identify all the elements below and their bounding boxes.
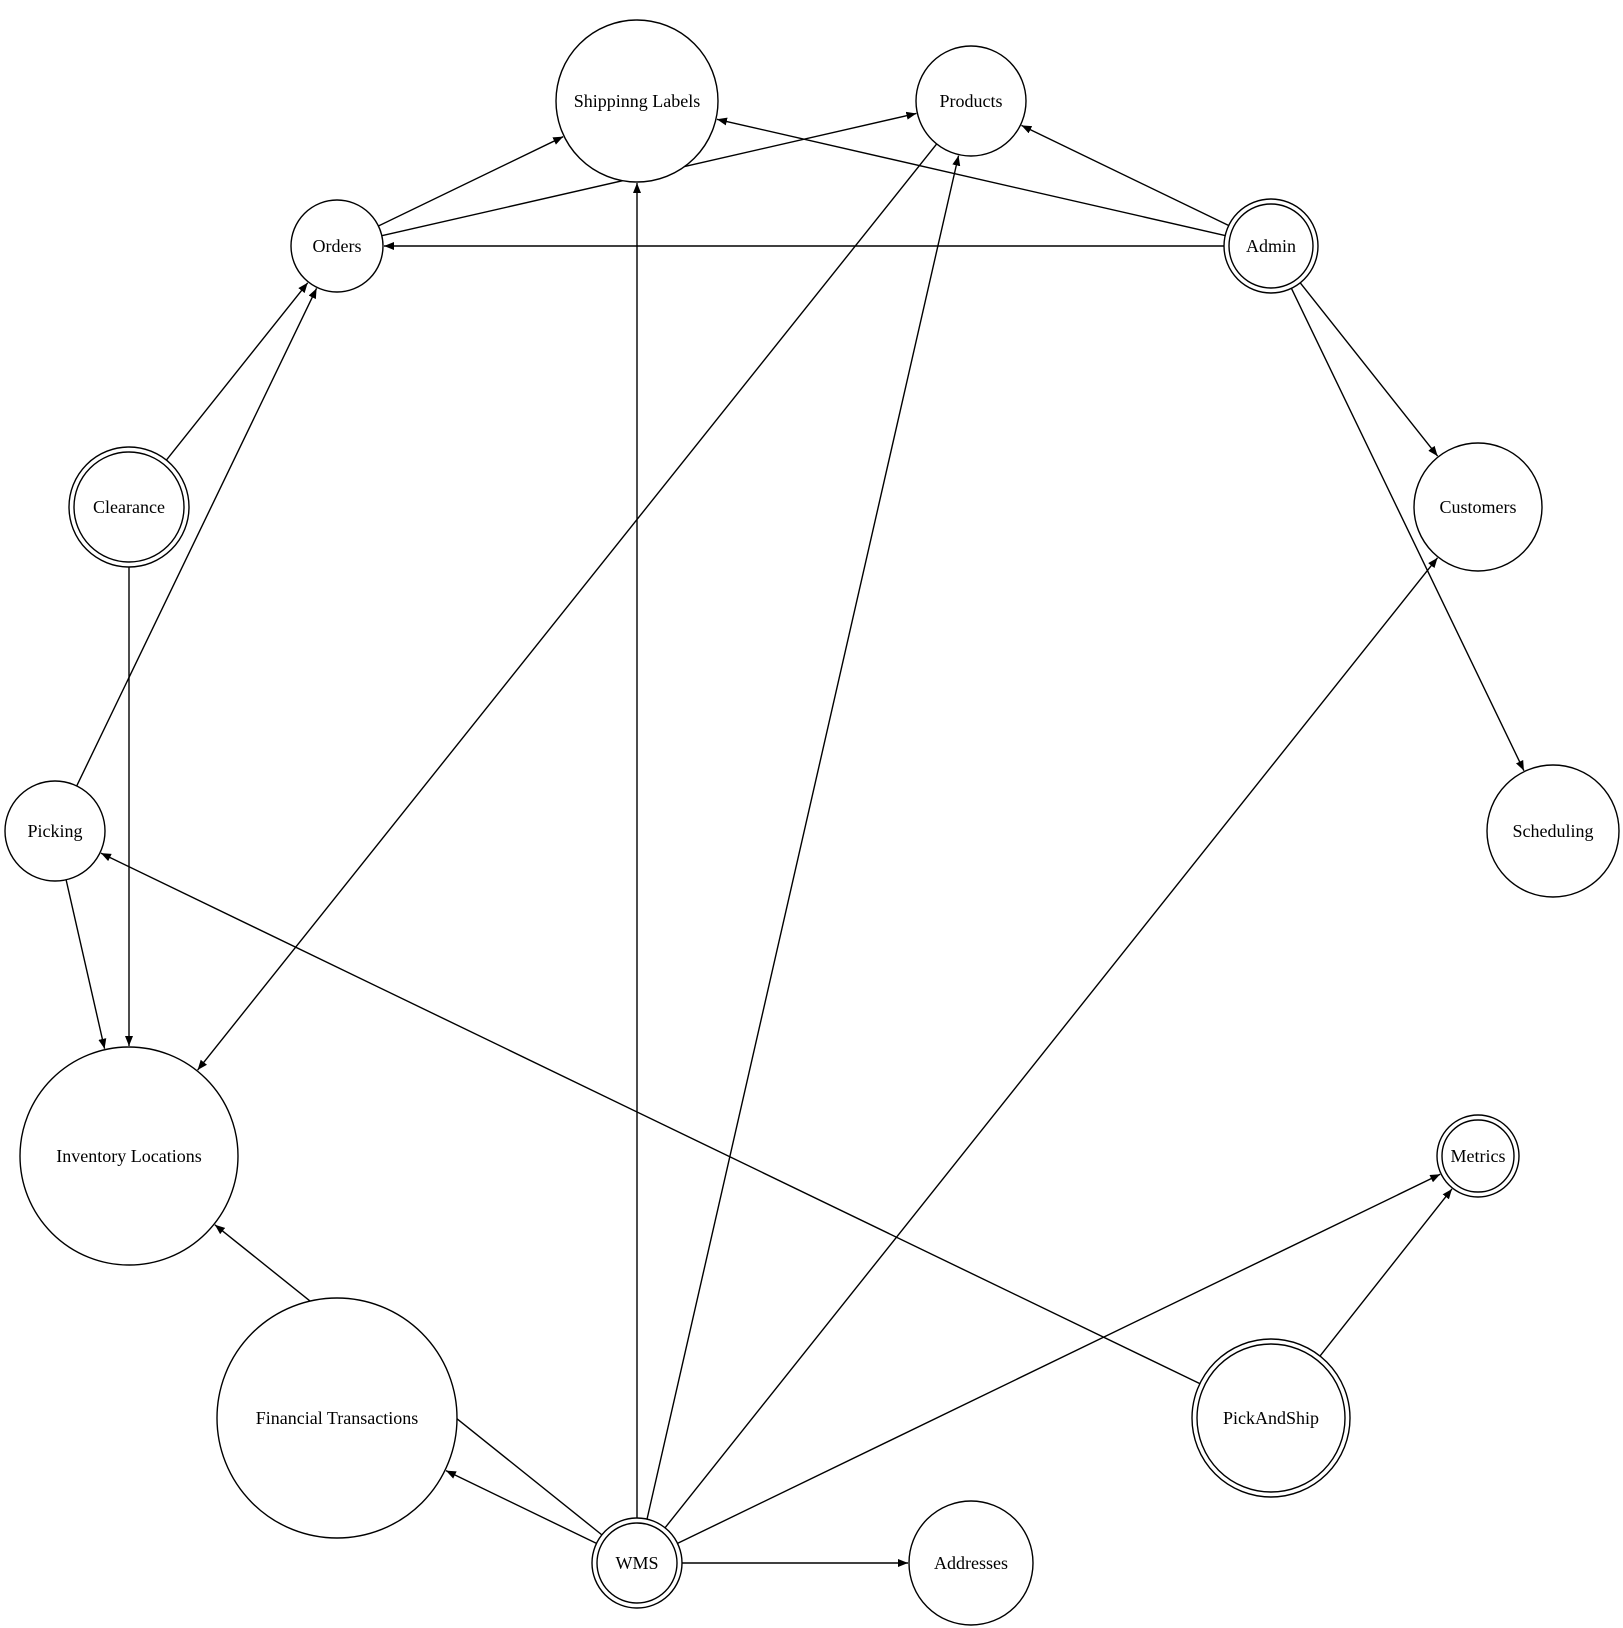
node-pickandship: PickAndShip xyxy=(1191,1338,1351,1498)
edge-pickandship-to-picking xyxy=(100,852,1201,1385)
edge-wms-to-financial_transactions xyxy=(445,1470,597,1545)
node-outline xyxy=(1413,442,1543,572)
node-label: Shippinng Labels xyxy=(574,91,701,111)
edge-admin-to-customers xyxy=(1299,282,1439,457)
node-addresses: Addresses xyxy=(908,1500,1034,1626)
node-outline xyxy=(915,45,1027,157)
node-label: Admin xyxy=(1246,236,1296,256)
node-picking: Picking xyxy=(4,780,106,882)
node-outline xyxy=(290,199,384,293)
node-label: Clearance xyxy=(93,497,165,517)
edge-admin-to-scheduling xyxy=(1290,288,1525,771)
node-label: Addresses xyxy=(934,1553,1008,1573)
node-label: Scheduling xyxy=(1513,821,1594,841)
node-orders: Orders xyxy=(290,199,384,293)
node-label: Customers xyxy=(1439,497,1516,517)
node-label: Inventory Locations xyxy=(56,1146,201,1166)
edge-wms-to-customers xyxy=(664,557,1439,1529)
node-outline xyxy=(19,1046,239,1266)
edge-admin-to-shipping_labels xyxy=(716,117,1226,237)
node-outline xyxy=(555,19,719,183)
node-outline xyxy=(4,780,106,882)
edge-picking-to-inventory_locations xyxy=(65,879,107,1049)
node-label: Metrics xyxy=(1451,1146,1506,1166)
node-label: Products xyxy=(940,91,1003,111)
edge-wms-to-products xyxy=(646,155,961,1520)
edge-pickandship-to-metrics xyxy=(1319,1188,1453,1357)
node-scheduling: Scheduling xyxy=(1486,764,1620,898)
node-clearance: Clearance xyxy=(68,446,190,568)
node-label: Financial Transactions xyxy=(256,1408,419,1428)
node-admin: Admin xyxy=(1223,198,1319,294)
node-inner-outline xyxy=(596,1522,678,1604)
node-label: PickAndShip xyxy=(1223,1408,1319,1428)
node-outline xyxy=(908,1500,1034,1626)
edge-wms-to-metrics xyxy=(677,1173,1441,1545)
edge-clearance-to-orders xyxy=(165,282,309,461)
node-customers: Customers xyxy=(1413,442,1543,572)
node-outline xyxy=(1486,764,1620,898)
node-inner-outline xyxy=(1441,1119,1515,1193)
node-inner-outline xyxy=(1196,1343,1346,1493)
node-wms: WMS xyxy=(591,1517,683,1609)
node-products: Products xyxy=(915,45,1027,157)
node-outline xyxy=(216,1297,458,1539)
node-inner-outline xyxy=(1228,203,1314,289)
node-inner-outline xyxy=(73,451,185,563)
node-metrics: Metrics xyxy=(1436,1114,1520,1198)
edge-products-to-inventory_locations xyxy=(197,143,938,1071)
node-label: WMS xyxy=(615,1553,658,1573)
node-label: Orders xyxy=(313,236,362,256)
node-label: Picking xyxy=(27,821,82,841)
edge-admin-to-products xyxy=(1021,124,1229,227)
node-financial-transactions: Financial Transactions xyxy=(216,1297,458,1539)
node-inventory-locations: Inventory Locations xyxy=(19,1046,239,1266)
edge-picking-to-orders xyxy=(76,288,318,787)
edges-layer xyxy=(65,111,1525,1567)
edge-orders-to-shipping_labels xyxy=(378,136,564,227)
node-shipping-labels: Shippinng Labels xyxy=(555,19,719,183)
